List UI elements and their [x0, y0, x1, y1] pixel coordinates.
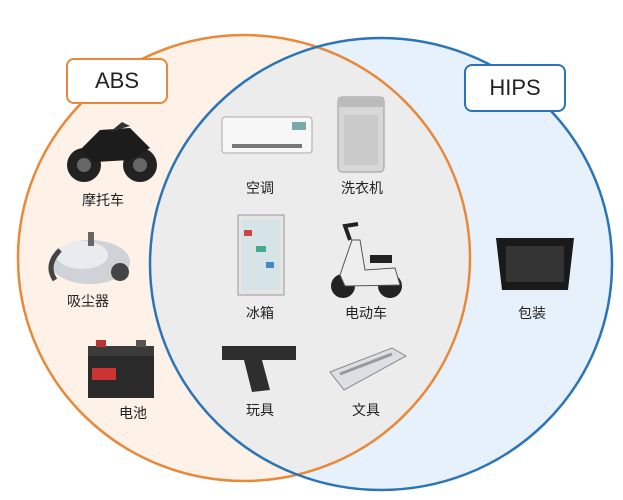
vacuum-cleaner-icon [48, 232, 130, 284]
air-conditioner-icon [221, 116, 313, 154]
packaging-tray-icon [496, 238, 574, 290]
electric-scooter-icon [331, 222, 402, 298]
item-label-refrigerator: 冰箱 [246, 306, 274, 322]
item-label-electric-scooter: 电动车 [345, 306, 387, 322]
abs-circle [16, 33, 472, 483]
pencil-box-icon [329, 347, 408, 391]
washing-machine-icon [337, 96, 385, 173]
item-label-motorcycle: 摩托车 [82, 193, 124, 209]
item-label-stationery: 文具 [352, 403, 380, 419]
item-label-toy: 玩具 [246, 403, 274, 419]
item-label-air-conditioner: 空调 [246, 181, 274, 197]
hips-circle [148, 36, 614, 492]
item-label-battery: 电池 [119, 406, 147, 422]
item-label-washing-machine: 洗衣机 [341, 181, 383, 197]
toy-gun-icon [222, 346, 296, 392]
motorcycle-icon [67, 122, 157, 182]
abs-set-label: ABS [66, 58, 168, 104]
item-label-vacuum: 吸尘器 [67, 294, 109, 310]
refrigerator-icon [237, 214, 285, 296]
item-label-packaging: 包装 [518, 306, 546, 322]
battery-icon [88, 340, 154, 398]
hips-set-label: HIPS [464, 64, 566, 112]
